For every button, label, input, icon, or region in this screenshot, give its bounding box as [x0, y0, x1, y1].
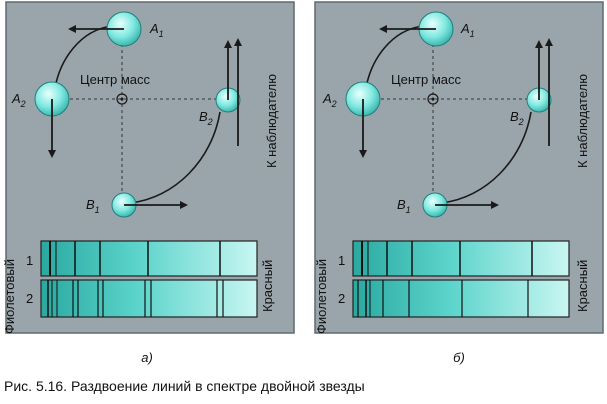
panel-a-background — [5, 1, 295, 334]
panel-a-row-2-label: 2 — [26, 291, 33, 306]
panel-b-label-b2: B2 — [510, 109, 524, 127]
panel-b-center-of-mass-label: Центр масс — [391, 72, 461, 87]
panel-b-caption: б) — [453, 350, 465, 365]
panel-a-label-a1: A1 — [149, 21, 164, 39]
panel-b-orbit-arc-b — [440, 111, 532, 204]
panel-a-label-a2: A2 — [11, 91, 26, 109]
panel-b-red-label: Красный — [575, 260, 590, 312]
panel-b: A1 A2 B2 B1 Центр масс К наблюдателю Фио… — [314, 1, 604, 334]
panel-a-spectrum-row-2 — [40, 279, 258, 318]
panel-a-violet-label: Фиолетовый — [2, 259, 17, 334]
panel-a-center-of-mass-label: Центр масс — [80, 72, 150, 87]
panel-b-spectrum-row-2 — [352, 279, 570, 318]
panel-b-row-2-label: 2 — [338, 291, 345, 306]
panel-b-center-of-mass-dot — [431, 97, 435, 101]
panel-b-orbit-arc-a — [365, 25, 424, 89]
panel-a-center-of-mass-marker — [116, 93, 128, 105]
panel-a-center-of-mass-dot — [120, 97, 124, 101]
panel-a-orbit-arc-b — [129, 111, 221, 204]
panel-a-orbit-arc-a — [54, 25, 113, 89]
panel-a: A1 A2 B2 B1 Центр масс К наблюдателю Фио… — [2, 1, 295, 334]
panel-a-row-1-label: 1 — [26, 253, 33, 268]
panel-b-label-b1: B1 — [397, 197, 411, 215]
panel-a-spectrum-row-1 — [40, 240, 258, 277]
panel-a-label-b2: B2 — [199, 109, 213, 127]
panel-a-caption: а) — [141, 350, 153, 365]
panel-b-violet-label: Фиолетовый — [314, 259, 329, 334]
panel-b-center-of-mass-marker — [427, 93, 439, 105]
panel-b-background — [314, 1, 604, 334]
panel-a-red-label: Красный — [260, 260, 275, 312]
panel-a-observer-label: К наблюдателю — [264, 74, 279, 168]
panel-b-row-1-label: 1 — [338, 253, 345, 268]
panel-b-spectrum-row-1 — [352, 240, 570, 277]
panel-a-label-b1: B1 — [86, 197, 100, 215]
figure-caption: Рис. 5.16. Раздвоение линий в спектре дв… — [4, 378, 365, 394]
panel-b-observer-label: К наблюдателю — [575, 74, 590, 168]
panel-b-label-a1: A1 — [460, 21, 475, 39]
panel-b-label-a2: A2 — [322, 91, 337, 109]
